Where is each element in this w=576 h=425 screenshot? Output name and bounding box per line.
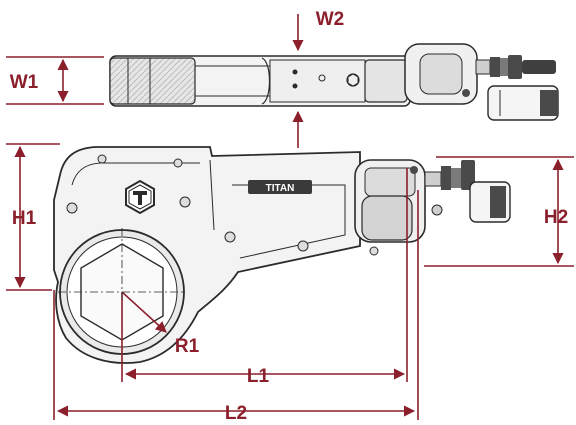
bolt (66, 202, 78, 214)
bolt (224, 231, 236, 243)
brand-text: TITAN (266, 183, 295, 194)
top-view (109, 43, 559, 121)
label-h1: H1 (12, 208, 37, 229)
label-l2: L2 (225, 403, 247, 424)
bolt (173, 158, 183, 168)
titan-t-hexagon-icon (125, 179, 155, 215)
bolt (369, 246, 379, 256)
label-l1: L1 (247, 366, 270, 387)
top-view-head (109, 57, 196, 105)
label-w2: W2 (316, 9, 345, 30)
label-w1: W1 (10, 72, 39, 93)
swivel-block (361, 195, 413, 241)
brand-plate (248, 180, 312, 194)
dimension-lines (6, 14, 574, 420)
label-r1: R1 (175, 336, 200, 357)
center-lines (58, 228, 186, 300)
label-h2: H2 (544, 207, 568, 228)
bolt (179, 196, 191, 208)
bolt (297, 240, 309, 252)
bolt (97, 154, 107, 164)
